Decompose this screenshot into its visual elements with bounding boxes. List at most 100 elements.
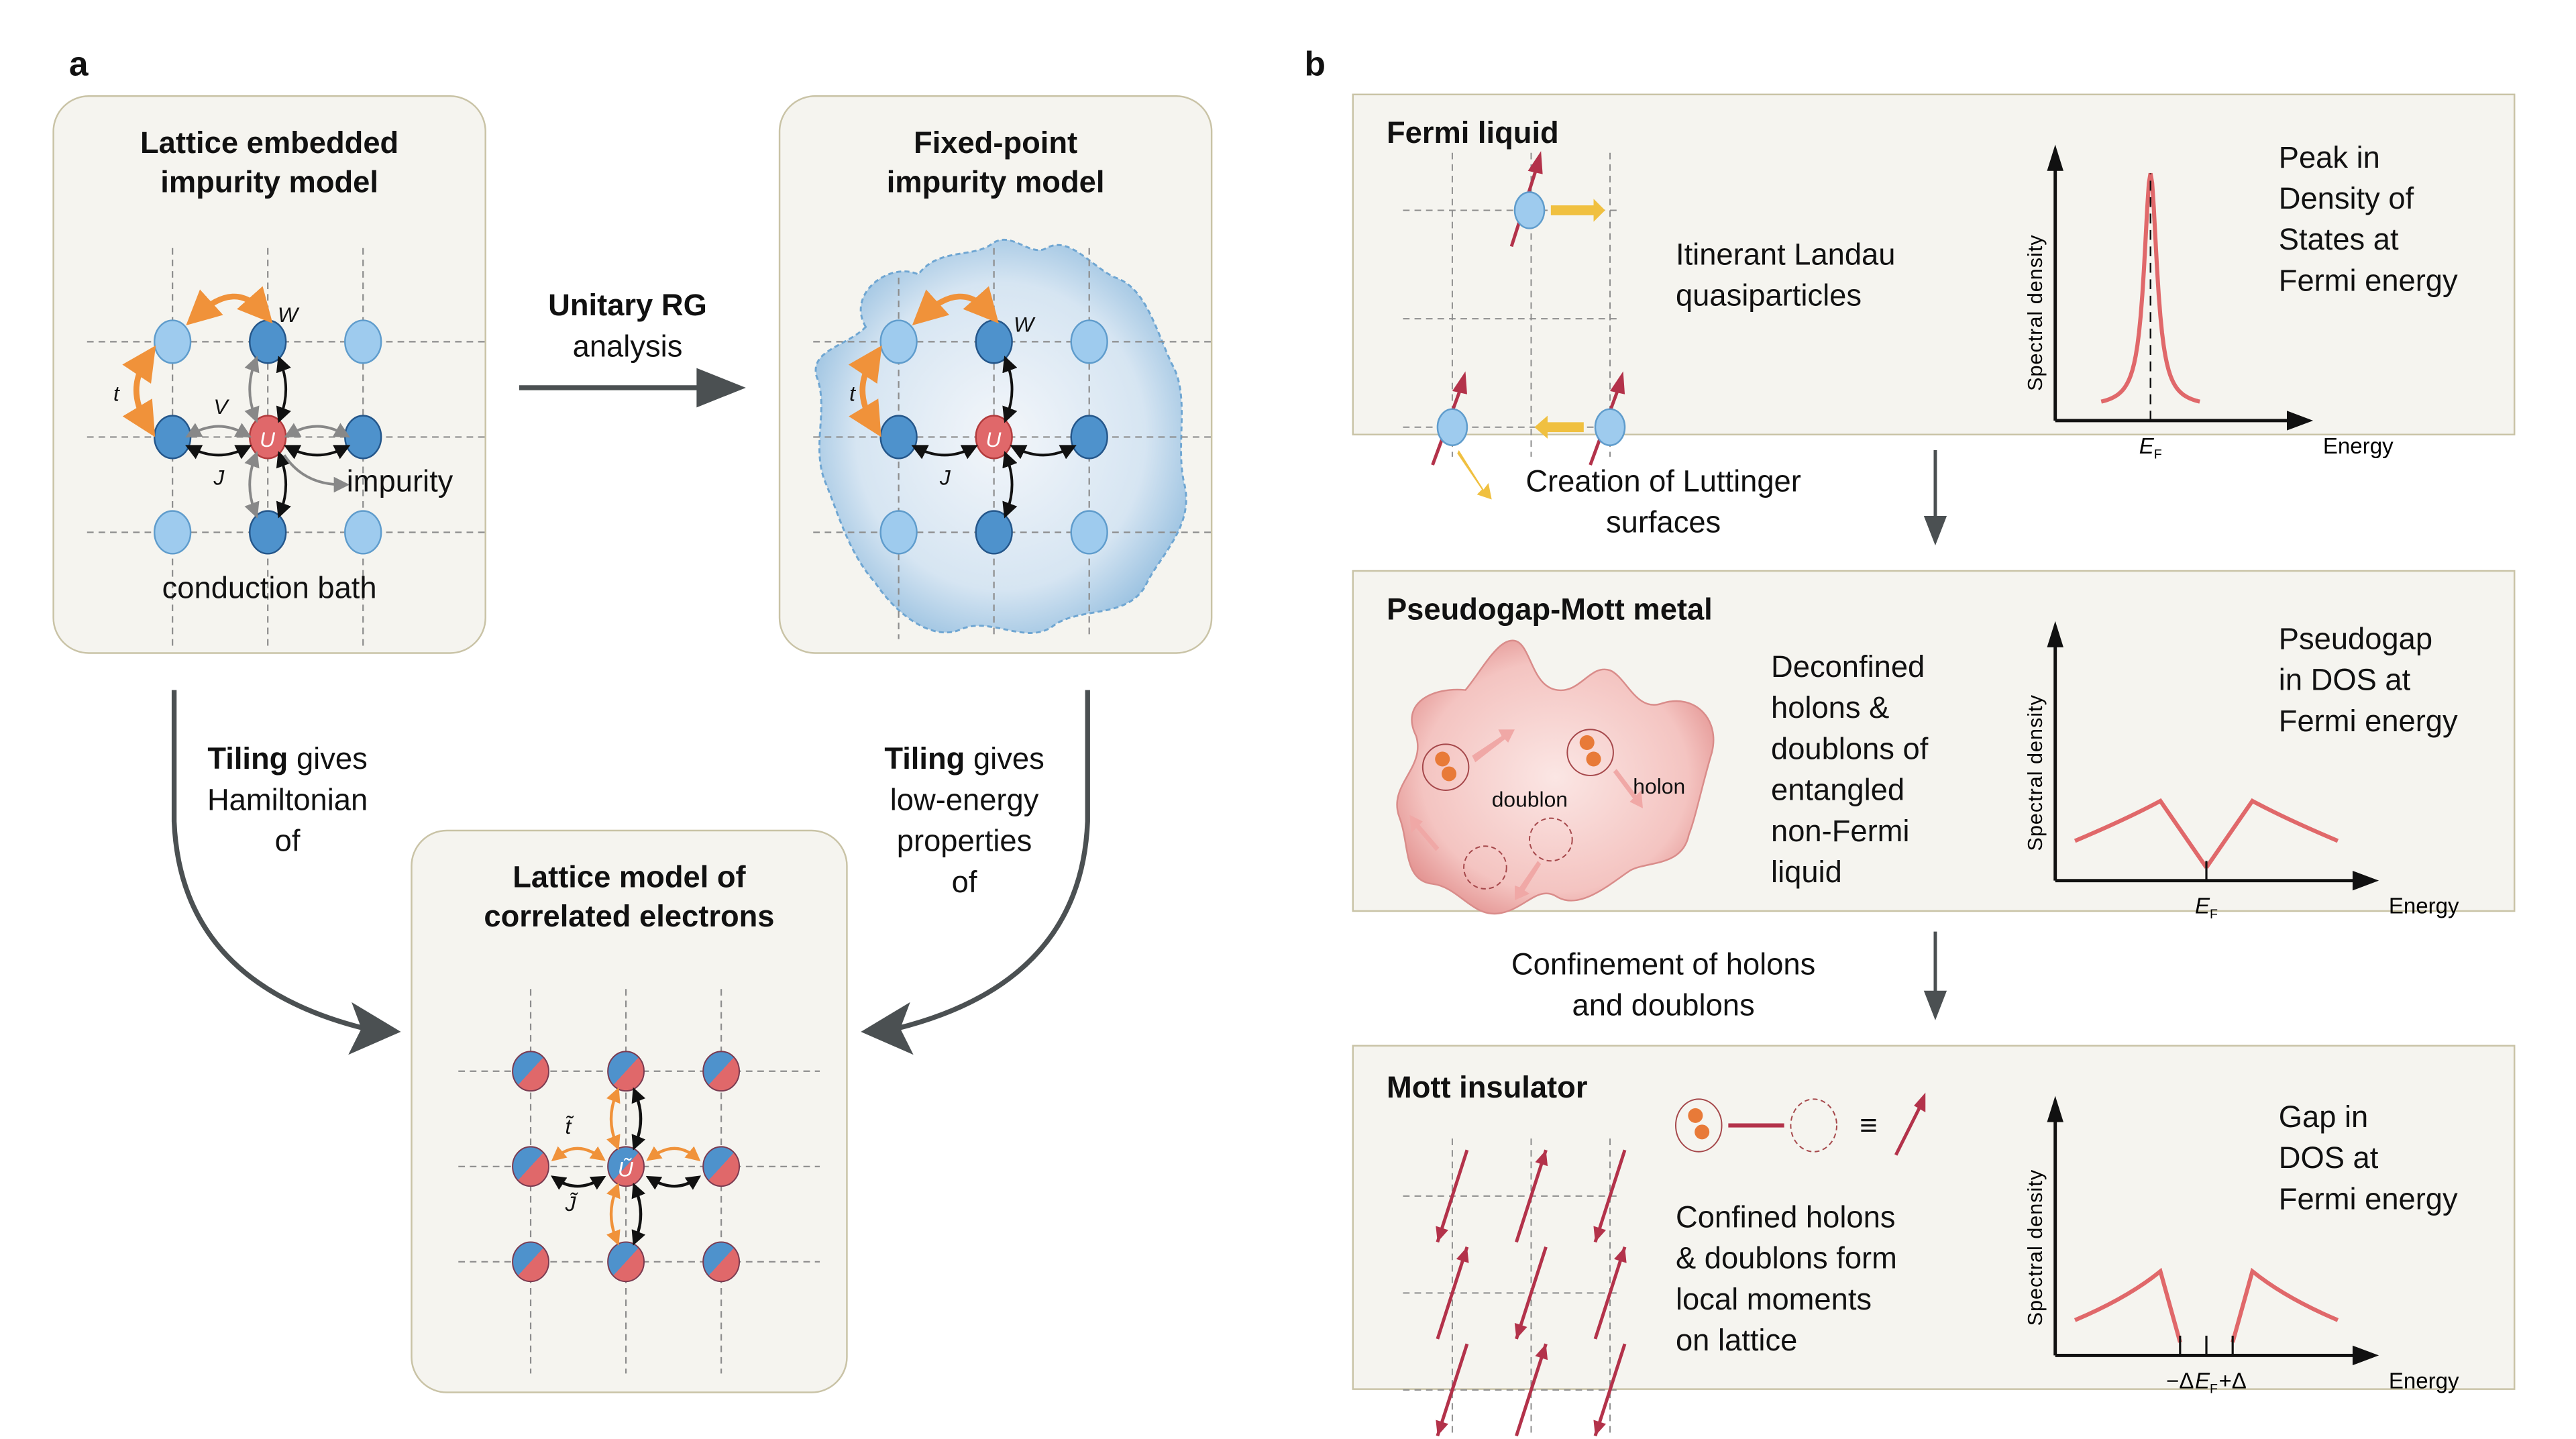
lattice-embedded-impurity-box: Lattice embedded impurity model [52, 95, 486, 654]
hopping-arrows [122, 286, 273, 437]
spin-arrowhead [1535, 1344, 1548, 1361]
x-tick-label: EF [2139, 434, 2162, 462]
dos-line-2: DOS at [2278, 1140, 2379, 1175]
spin-arrowhead [1436, 1226, 1448, 1242]
tiling-right-arrow [896, 690, 1090, 1031]
correlated-sites [512, 1051, 741, 1283]
transition-2-arrow [1923, 931, 1947, 1020]
hopping-t-symbol: t [113, 381, 119, 406]
transition-1-line-1: Creation of Luttinger [1525, 463, 1801, 498]
hybridization-V-symbol: V [213, 394, 228, 419]
x-axis-arrowhead [2352, 870, 2379, 891]
hopping-t-symbol: t [849, 381, 856, 406]
description-line: & doublons form [1675, 1240, 1897, 1275]
mott-dos-description: Gap in DOS at Fermi energy [2279, 1096, 2458, 1219]
spin-up-arrow [1436, 1246, 1469, 1340]
rg-arrow [519, 368, 746, 408]
dos-line-1: Peak in [2278, 140, 2380, 174]
spin-arrowhead [1535, 1150, 1548, 1167]
local-moment-lattice [1403, 1138, 1627, 1437]
quasiparticles [1431, 151, 1626, 500]
tiling-left-line-2: Hamiltonian [207, 782, 368, 817]
description-line: Deconfined [1771, 649, 1925, 684]
lattice-model-box: Lattice model of correlated electrons [411, 829, 848, 1393]
rg-arrow-label: Unitary RG analysis [502, 284, 752, 366]
tiling-rest: gives [965, 741, 1044, 776]
description-line: Confined holons [1675, 1199, 1896, 1234]
tiling-right-label: Tiling gives low-energy properties of [857, 738, 1071, 902]
holon-label: holon [1633, 774, 1686, 799]
spin-down-arrow [1593, 1343, 1627, 1437]
spin-up-arrow [1515, 1343, 1548, 1437]
box-title: Fixed-point impurity model [780, 123, 1211, 203]
y-axis-arrowhead [2047, 1096, 2063, 1122]
y-axis-label: Spectral density [2024, 1169, 2047, 1326]
box-title: Lattice embedded impurity model [54, 123, 485, 203]
box-title: Lattice model of correlated electrons [413, 857, 847, 937]
transition-1-arrow [1923, 450, 1947, 546]
y-axis-arrowhead [2047, 621, 2063, 647]
spin-arrowhead [1613, 1246, 1627, 1263]
tiling-right-line-4: of [951, 864, 977, 899]
spin-arrowhead [1593, 1420, 1607, 1436]
holon-doublon-equivalence [1675, 1092, 1926, 1156]
spin-arrows [1436, 1149, 1627, 1437]
fixed-point-diagram [813, 239, 1211, 639]
spin-up-arrow [1515, 1149, 1548, 1243]
description-line: liquid [1771, 854, 1842, 889]
quasiparticle-diagram [1403, 151, 1626, 500]
fermi-liquid-title: Fermi liquid [1386, 115, 1559, 150]
description-line: non-Fermi [1771, 813, 1910, 848]
transition-1-label: Creation of Luttinger surfaces [1446, 460, 1881, 542]
spin-moment-icon [1894, 1102, 1924, 1156]
title-line-2: impurity model [886, 164, 1105, 199]
tiling-bold: Tiling [884, 741, 965, 776]
doublon-particle-2 [1566, 729, 1614, 776]
x-tick-label: +Δ [2219, 1369, 2247, 1393]
correlated-lattice-diagram [458, 989, 820, 1374]
tiling-left-label: Tiling gives Hamiltonian of [180, 738, 394, 861]
pseudogap-dos-description: Pseudogap in DOS at Fermi energy [2279, 618, 2458, 741]
tiling-right-line-3: properties [896, 822, 1032, 858]
x-axis-label: Energy [2323, 434, 2394, 459]
rg-label-line-1: Unitary RG [548, 287, 707, 323]
spin-arrowhead [1436, 1420, 1448, 1436]
interaction-W-symbol: W [1014, 312, 1034, 337]
tiling-rest: gives [288, 741, 368, 776]
tiling-bold: Tiling [207, 741, 288, 776]
spin-up-arrow [1593, 1246, 1627, 1340]
doublon-icon [1675, 1098, 1723, 1153]
fermi-liquid-box: Fermi liquid Iti [1352, 93, 2516, 500]
fermi-liquid-description: Itinerant Landau quasiparticles [1676, 233, 1895, 315]
description-line: local moments [1675, 1281, 1872, 1316]
x-tick-label: EF [2195, 1369, 2218, 1396]
doublon-particle [1421, 743, 1470, 791]
title-line-1: Lattice embedded [140, 125, 399, 160]
tiling-left-line-3: of [274, 822, 301, 858]
dos-line-1: Pseudogap [2278, 621, 2433, 656]
spin-down-arrow [1436, 1149, 1469, 1243]
panel-b-label: b [1304, 46, 1326, 84]
fermi-liquid-dos-description: Peak in Density of States at Fermi energ… [2279, 136, 2458, 301]
spin-down-arrow [1436, 1343, 1469, 1437]
dos-line-3: Fermi energy [2278, 703, 2458, 738]
description-line: entangled [1771, 772, 1905, 807]
non-fermi-liquid-blob [1396, 639, 1715, 915]
dos-line-2: Density of [2278, 180, 2414, 215]
spin-down-arrow [1593, 1149, 1627, 1243]
impurity-label: impurity [346, 463, 453, 498]
title-line-1: Fixed-point [914, 125, 1078, 160]
dos-curve-upper-band [2231, 1267, 2339, 1343]
holon-doublon-diagram [1396, 639, 1715, 915]
title-line-2: correlated electrons [484, 898, 775, 934]
description-line: doublons of [1771, 731, 1929, 766]
y-axis-arrowhead [2047, 144, 2063, 171]
renormalized-J-symbol: J̃ [565, 1191, 576, 1216]
title-line-1: Lattice model of [513, 859, 746, 894]
x-tick-label: EF [2195, 894, 2218, 922]
y-axis-label: Spectral density [2024, 234, 2047, 390]
dos-curve-right-band [2204, 798, 2339, 869]
spin-arrowhead [1514, 1322, 1527, 1339]
